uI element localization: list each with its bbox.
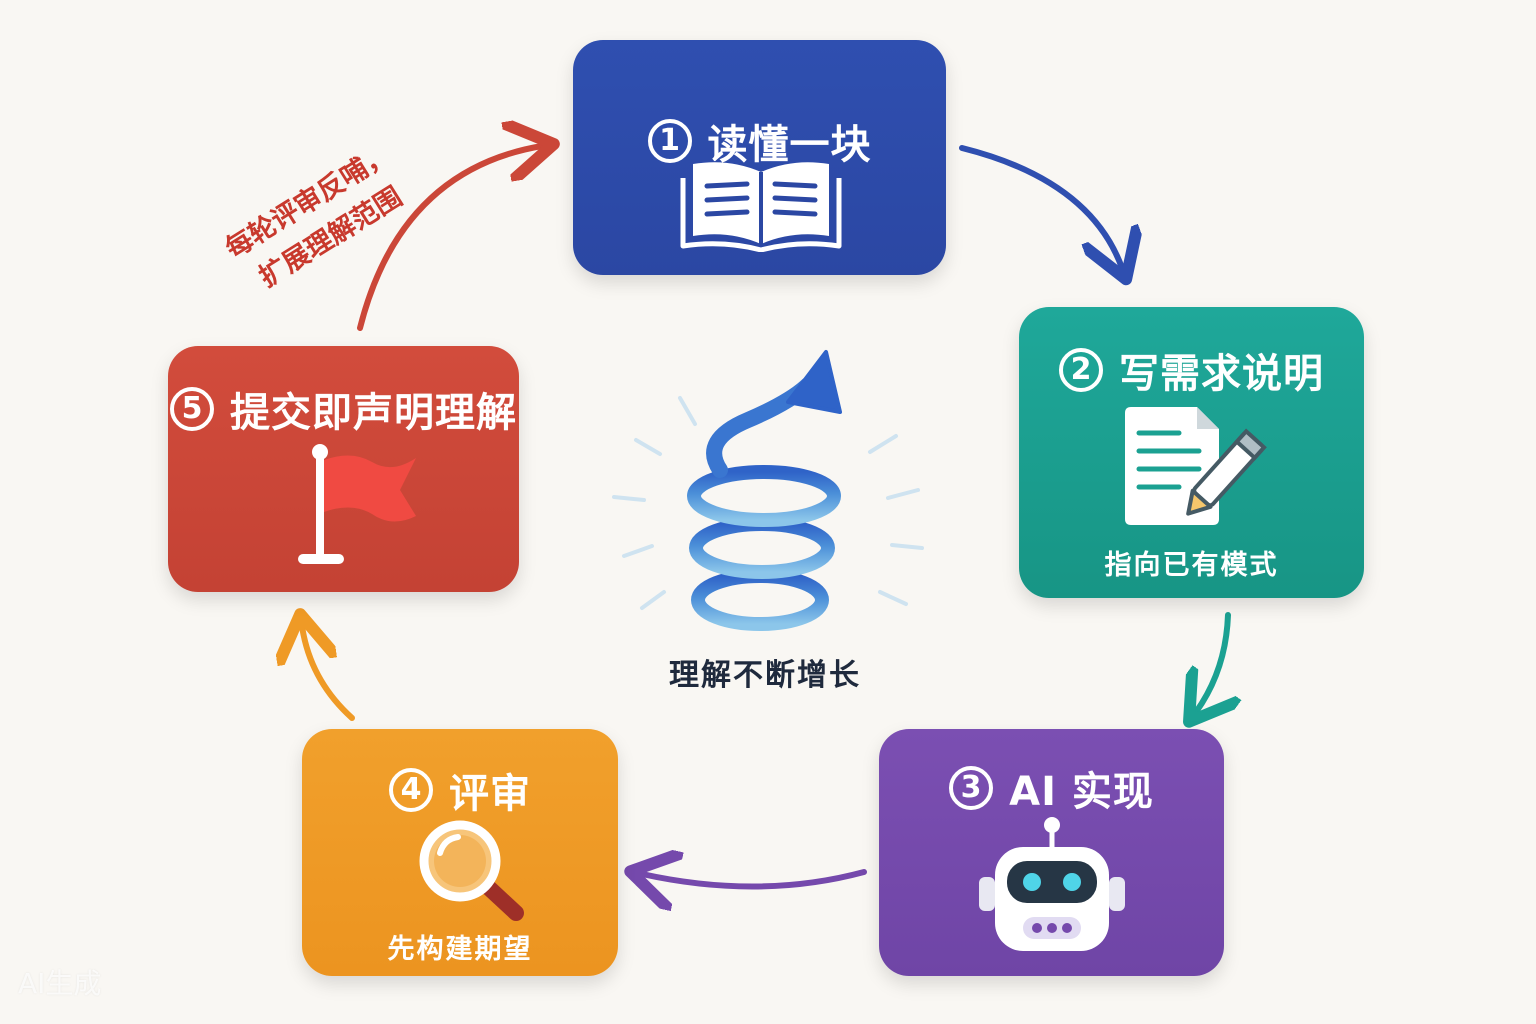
step-number-5: 5 <box>170 387 214 431</box>
step-card-4: 4 评审 先构建期望 <box>302 729 618 976</box>
step-card-1: 1 读懂一块 <box>573 40 946 275</box>
step-title-4: 4 评审 <box>302 761 618 819</box>
step-number-3: 3 <box>949 766 994 810</box>
step-card-2: 2 写需求说明 指向已有模式 <box>1019 307 1364 598</box>
step-number-4: 4 <box>389 768 433 812</box>
step-subtitle-2: 指向已有模式 <box>1104 550 1279 581</box>
arrow-2-to-3 <box>1196 612 1228 712</box>
step-label-5: 提交即声明理解 <box>230 390 517 436</box>
step-subtitle-4: 先构建期望 <box>387 934 533 965</box>
step-title-3: 3 AI 实现 <box>879 759 1224 817</box>
center-caption: 理解不断增长 <box>669 658 861 693</box>
magnifier-icon <box>416 819 528 927</box>
step-card-3: 3 AI 实现 <box>879 729 1224 976</box>
arrow-1-to-2 <box>959 145 1122 268</box>
flag-icon <box>294 442 424 574</box>
step-label-4: 评审 <box>449 771 531 817</box>
step-label-3: AI 实现 <box>1009 769 1154 815</box>
arrow-4-to-5 <box>302 626 355 721</box>
watermark: AI生成 <box>18 967 102 1000</box>
step-label-2: 写需求说明 <box>1119 351 1324 397</box>
document-pencil-icon <box>1119 405 1269 533</box>
feedback-note: 每轮评审反哺， 扩展理解范围 <box>196 121 444 319</box>
step-card-5: 5 提交即声明理解 <box>168 346 519 592</box>
step-number-1: 1 <box>647 119 692 163</box>
spiral-up-arrow-icon <box>612 350 924 631</box>
arrow-3-to-4 <box>642 872 867 887</box>
step-title-1: 1 读懂一块 <box>573 112 946 170</box>
open-book-icon <box>679 152 843 256</box>
step-title-5: 5 提交即声明理解 <box>168 380 519 438</box>
step-number-2: 2 <box>1059 348 1103 392</box>
step-title-2: 2 写需求说明 <box>1019 341 1364 399</box>
robot-icon <box>977 815 1127 959</box>
step-label-1: 读懂一块 <box>707 122 872 168</box>
